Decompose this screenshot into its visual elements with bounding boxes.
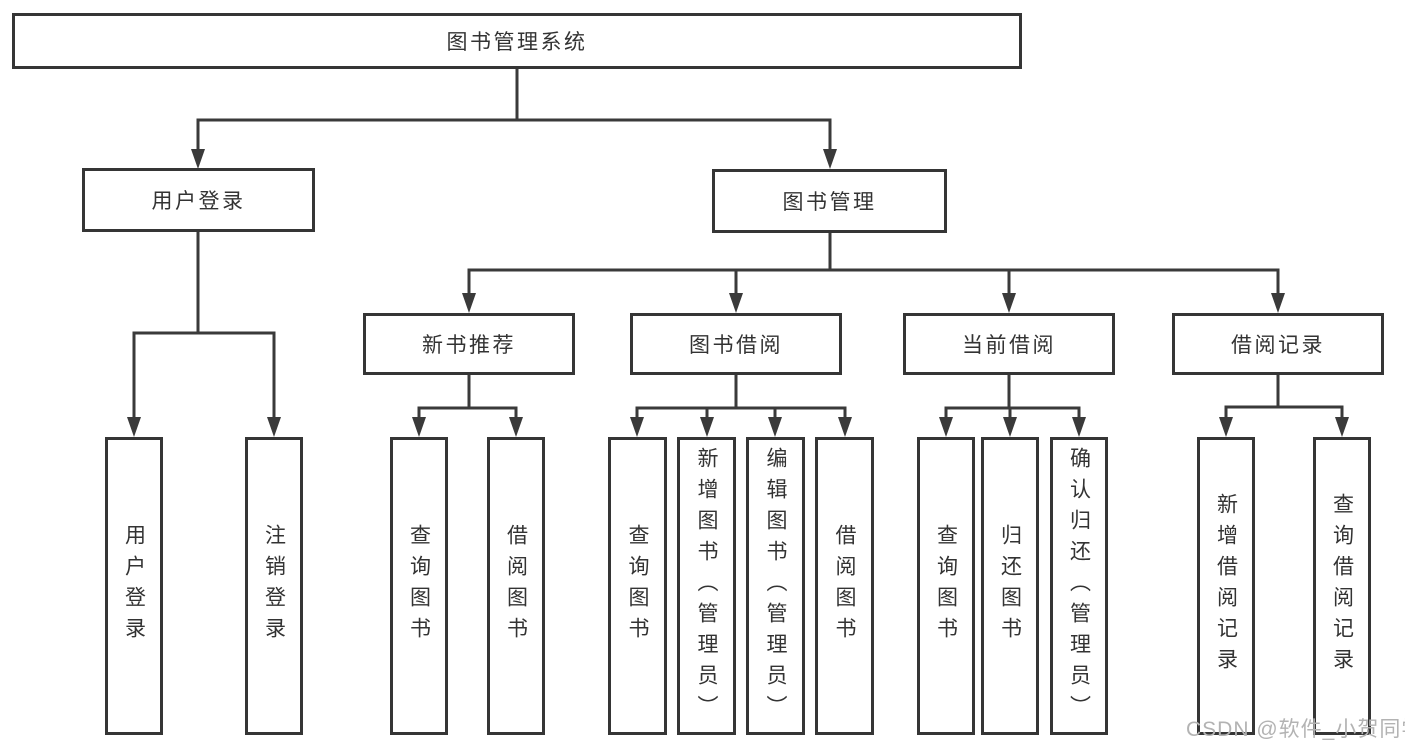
leaf-query-borrow-record: 查询借阅记录 bbox=[1313, 437, 1371, 735]
leaf-borrow-books-recommend: 借阅图书 bbox=[487, 437, 545, 735]
node-label: 查询借阅记录 bbox=[1330, 493, 1354, 679]
node-library-management-system: 图书管理系统 bbox=[12, 13, 1022, 69]
leaf-edit-books-admin: 编辑图书（管理员） bbox=[746, 437, 805, 735]
node-current-borrowing: 当前借阅 bbox=[903, 313, 1115, 375]
leaf-return-books: 归还图书 bbox=[981, 437, 1039, 735]
node-label: 图书管理系统 bbox=[446, 31, 588, 54]
node-label: 借阅图书 bbox=[504, 524, 528, 648]
arrowheads bbox=[127, 149, 1349, 437]
node-user-login: 用户登录 bbox=[82, 168, 315, 232]
node-label: 当前借阅 bbox=[962, 334, 1056, 357]
leaf-query-books-recommend: 查询图书 bbox=[390, 437, 448, 735]
leaf-borrow-books: 借阅图书 bbox=[815, 437, 874, 735]
leaf-add-borrow-record: 新增借阅记录 bbox=[1197, 437, 1255, 735]
node-label: 查询图书 bbox=[407, 524, 431, 648]
node-label: 归还图书 bbox=[998, 524, 1022, 648]
node-label: 编辑图书（管理员） bbox=[764, 446, 787, 726]
node-label: 新书推荐 bbox=[422, 334, 516, 357]
node-label: 确认归还（管理员） bbox=[1067, 446, 1091, 726]
watermark: CSDN @软件_小贺同学 bbox=[1186, 718, 1405, 741]
node-label: 用户登录 bbox=[151, 190, 246, 213]
node-borrowing-records: 借阅记录 bbox=[1172, 313, 1384, 375]
node-label: 查询图书 bbox=[934, 524, 958, 648]
leaf-query-books-borrow: 查询图书 bbox=[608, 437, 667, 735]
node-label: 图书管理 bbox=[782, 191, 877, 214]
leaf-query-books-current: 查询图书 bbox=[917, 437, 975, 735]
node-label: 用户登录 bbox=[122, 524, 146, 648]
node-book-management: 图书管理 bbox=[712, 169, 947, 233]
node-new-book-recommendation: 新书推荐 bbox=[363, 313, 575, 375]
leaf-add-books-admin: 新增图书（管理员） bbox=[677, 437, 736, 735]
leaf-confirm-return-admin: 确认归还（管理员） bbox=[1050, 437, 1108, 735]
node-book-borrowing: 图书借阅 bbox=[630, 313, 842, 375]
leaf-logout: 注销登录 bbox=[245, 437, 303, 735]
node-label: 新增借阅记录 bbox=[1214, 493, 1238, 679]
node-label: 借阅图书 bbox=[833, 524, 856, 648]
node-label: 注销登录 bbox=[262, 524, 286, 648]
leaf-user-login: 用户登录 bbox=[105, 437, 163, 735]
node-label: 查询图书 bbox=[626, 524, 649, 648]
node-label: 图书借阅 bbox=[689, 334, 783, 357]
node-label: 新增图书（管理员） bbox=[695, 446, 718, 726]
node-label: 借阅记录 bbox=[1231, 334, 1325, 357]
